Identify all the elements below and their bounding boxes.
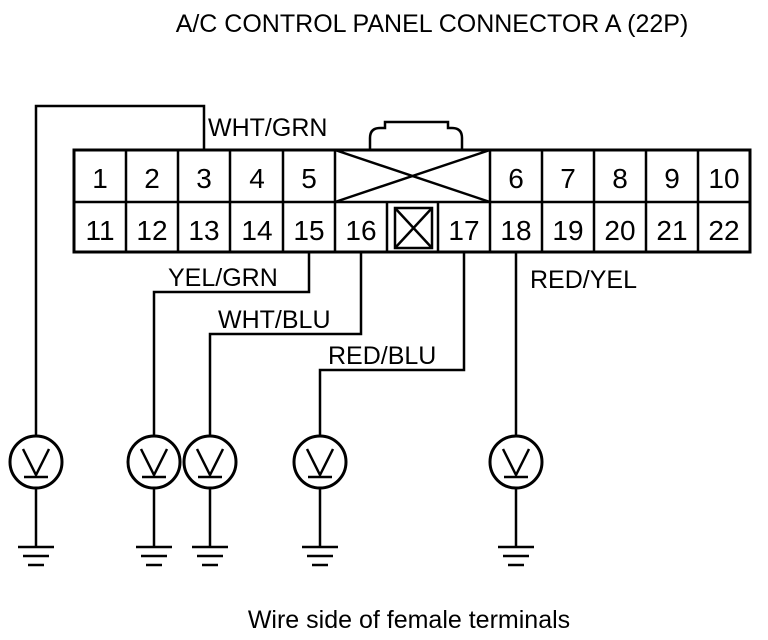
unused-cavity-bottom bbox=[393, 206, 434, 250]
voltmeter-icon bbox=[488, 434, 544, 490]
pin-number: 17 bbox=[448, 215, 479, 246]
pin-number: 9 bbox=[664, 163, 680, 194]
pin-number: 11 bbox=[85, 215, 114, 246]
wire-pin15: YEL/GRN bbox=[152, 252, 311, 436]
pin-number: 2 bbox=[144, 163, 160, 194]
wire-pin16: WHT/BLU bbox=[208, 252, 363, 436]
pin-number: 4 bbox=[249, 163, 265, 194]
voltmeter-icon bbox=[126, 434, 182, 490]
ground-icon bbox=[302, 488, 338, 567]
voltmeter-icon bbox=[292, 434, 348, 490]
connector-body bbox=[72, 148, 752, 254]
ground-icon bbox=[192, 488, 228, 567]
pin-number: 12 bbox=[136, 215, 167, 246]
diagram-caption: Wire side of female terminals bbox=[248, 606, 570, 634]
diagram-title: A/C CONTROL PANEL CONNECTOR A (22P) bbox=[176, 10, 689, 38]
pin-number: 8 bbox=[612, 163, 628, 194]
pin-number: 18 bbox=[500, 215, 531, 246]
connector-lock-tab bbox=[368, 120, 464, 150]
pin-number: 16 bbox=[345, 215, 376, 246]
pin-number: 20 bbox=[604, 215, 635, 246]
wire-pin17: RED/BLU bbox=[318, 252, 466, 436]
wire-pin18: RED/YEL bbox=[514, 252, 637, 436]
ground-icon bbox=[136, 488, 172, 567]
pin-number: 7 bbox=[560, 163, 576, 194]
wire-label-pin18: RED/YEL bbox=[530, 266, 637, 294]
pin-number: 6 bbox=[508, 163, 524, 194]
bottom-pin-row: 11 12 13 14 15 16 17 18 19 20 21 22 bbox=[85, 215, 739, 246]
unused-cavity-top bbox=[334, 148, 491, 204]
connector-dividers bbox=[124, 150, 700, 252]
pin-number: 13 bbox=[188, 215, 219, 246]
top-pin-row: 1 2 3 4 5 6 7 8 9 10 bbox=[92, 163, 739, 194]
wire-pin3: WHT/GRN bbox=[34, 104, 327, 436]
pin-number: 10 bbox=[708, 163, 739, 194]
wire-label-pin16: WHT/BLU bbox=[218, 306, 331, 334]
pin-number: 3 bbox=[196, 163, 212, 194]
pin-number: 22 bbox=[708, 215, 739, 246]
ground-icon bbox=[18, 488, 54, 567]
pin-number: 21 bbox=[656, 215, 687, 246]
pin-number: 1 bbox=[92, 163, 108, 194]
pin-number: 14 bbox=[241, 215, 272, 246]
voltmeter-icon bbox=[8, 434, 64, 490]
pin-number: 19 bbox=[552, 215, 583, 246]
ground-icon bbox=[498, 488, 534, 567]
pin-number: 15 bbox=[293, 215, 324, 246]
wire-label-pin15: YEL/GRN bbox=[168, 264, 278, 292]
voltmeter-icon bbox=[182, 434, 238, 490]
wire-label-pin3: WHT/GRN bbox=[208, 114, 327, 142]
pin-number: 5 bbox=[301, 163, 317, 194]
wire-label-pin17: RED/BLU bbox=[328, 342, 436, 370]
